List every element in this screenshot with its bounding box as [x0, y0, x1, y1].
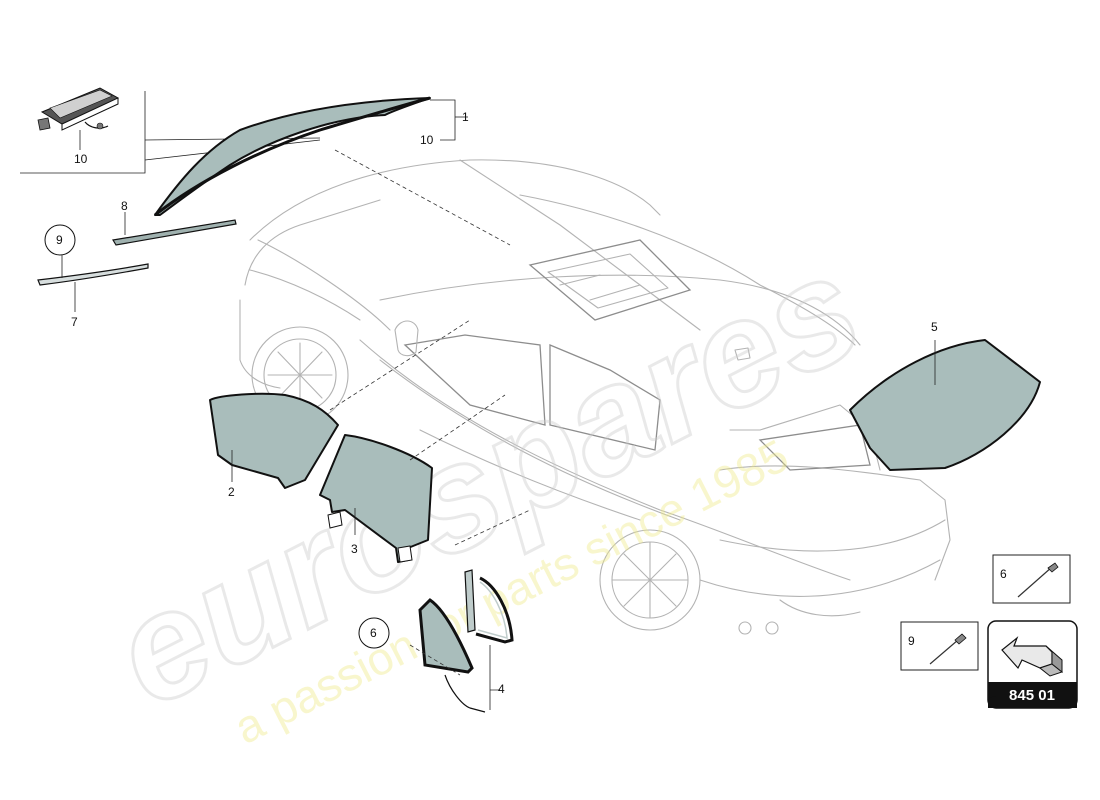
page-reference-number: 845 01	[1009, 687, 1055, 704]
legend-box-9: 9	[900, 621, 979, 671]
callout-8: 8	[121, 199, 128, 213]
watermark: eurospares a passion for parts since 198…	[87, 220, 887, 754]
quarter-glass-part-4: 4 6	[358, 509, 531, 713]
callout-10-detail: 10	[74, 152, 88, 166]
detail-box-10: 10	[20, 87, 321, 174]
callout-4: 4	[498, 682, 505, 696]
arrow-icon	[1001, 636, 1064, 677]
callout-6-circle: 6	[370, 626, 377, 640]
callout-7: 7	[71, 315, 78, 329]
screw-icon	[929, 633, 967, 665]
rear-door-glass-part-3: 3	[319, 394, 506, 563]
callout-2: 2	[228, 485, 235, 499]
legend-box-6: 6	[992, 554, 1071, 604]
callout-10-top: 10	[420, 133, 434, 147]
windshield-part-1: 1 10	[154, 96, 511, 246]
trim-strip-7: 7 9	[37, 224, 149, 329]
legend-box-9-label: 9	[908, 634, 915, 648]
callout-1: 1	[462, 110, 469, 124]
callout-circle-6	[358, 617, 390, 649]
legend-box-6-label: 6	[1000, 567, 1007, 581]
bolt-icon	[1017, 562, 1059, 598]
sensor-icon	[37, 87, 120, 131]
trim-strip-8: 8	[112, 199, 237, 246]
callout-9-circle: 9	[56, 233, 63, 247]
rear-window-part-5: 5	[849, 320, 1041, 471]
callout-circle-9	[44, 224, 76, 256]
page-reference-box: 845 01	[987, 620, 1078, 709]
callout-5: 5	[931, 320, 938, 334]
callout-3: 3	[351, 542, 358, 556]
front-door-glass-part-2: 2	[209, 319, 471, 499]
